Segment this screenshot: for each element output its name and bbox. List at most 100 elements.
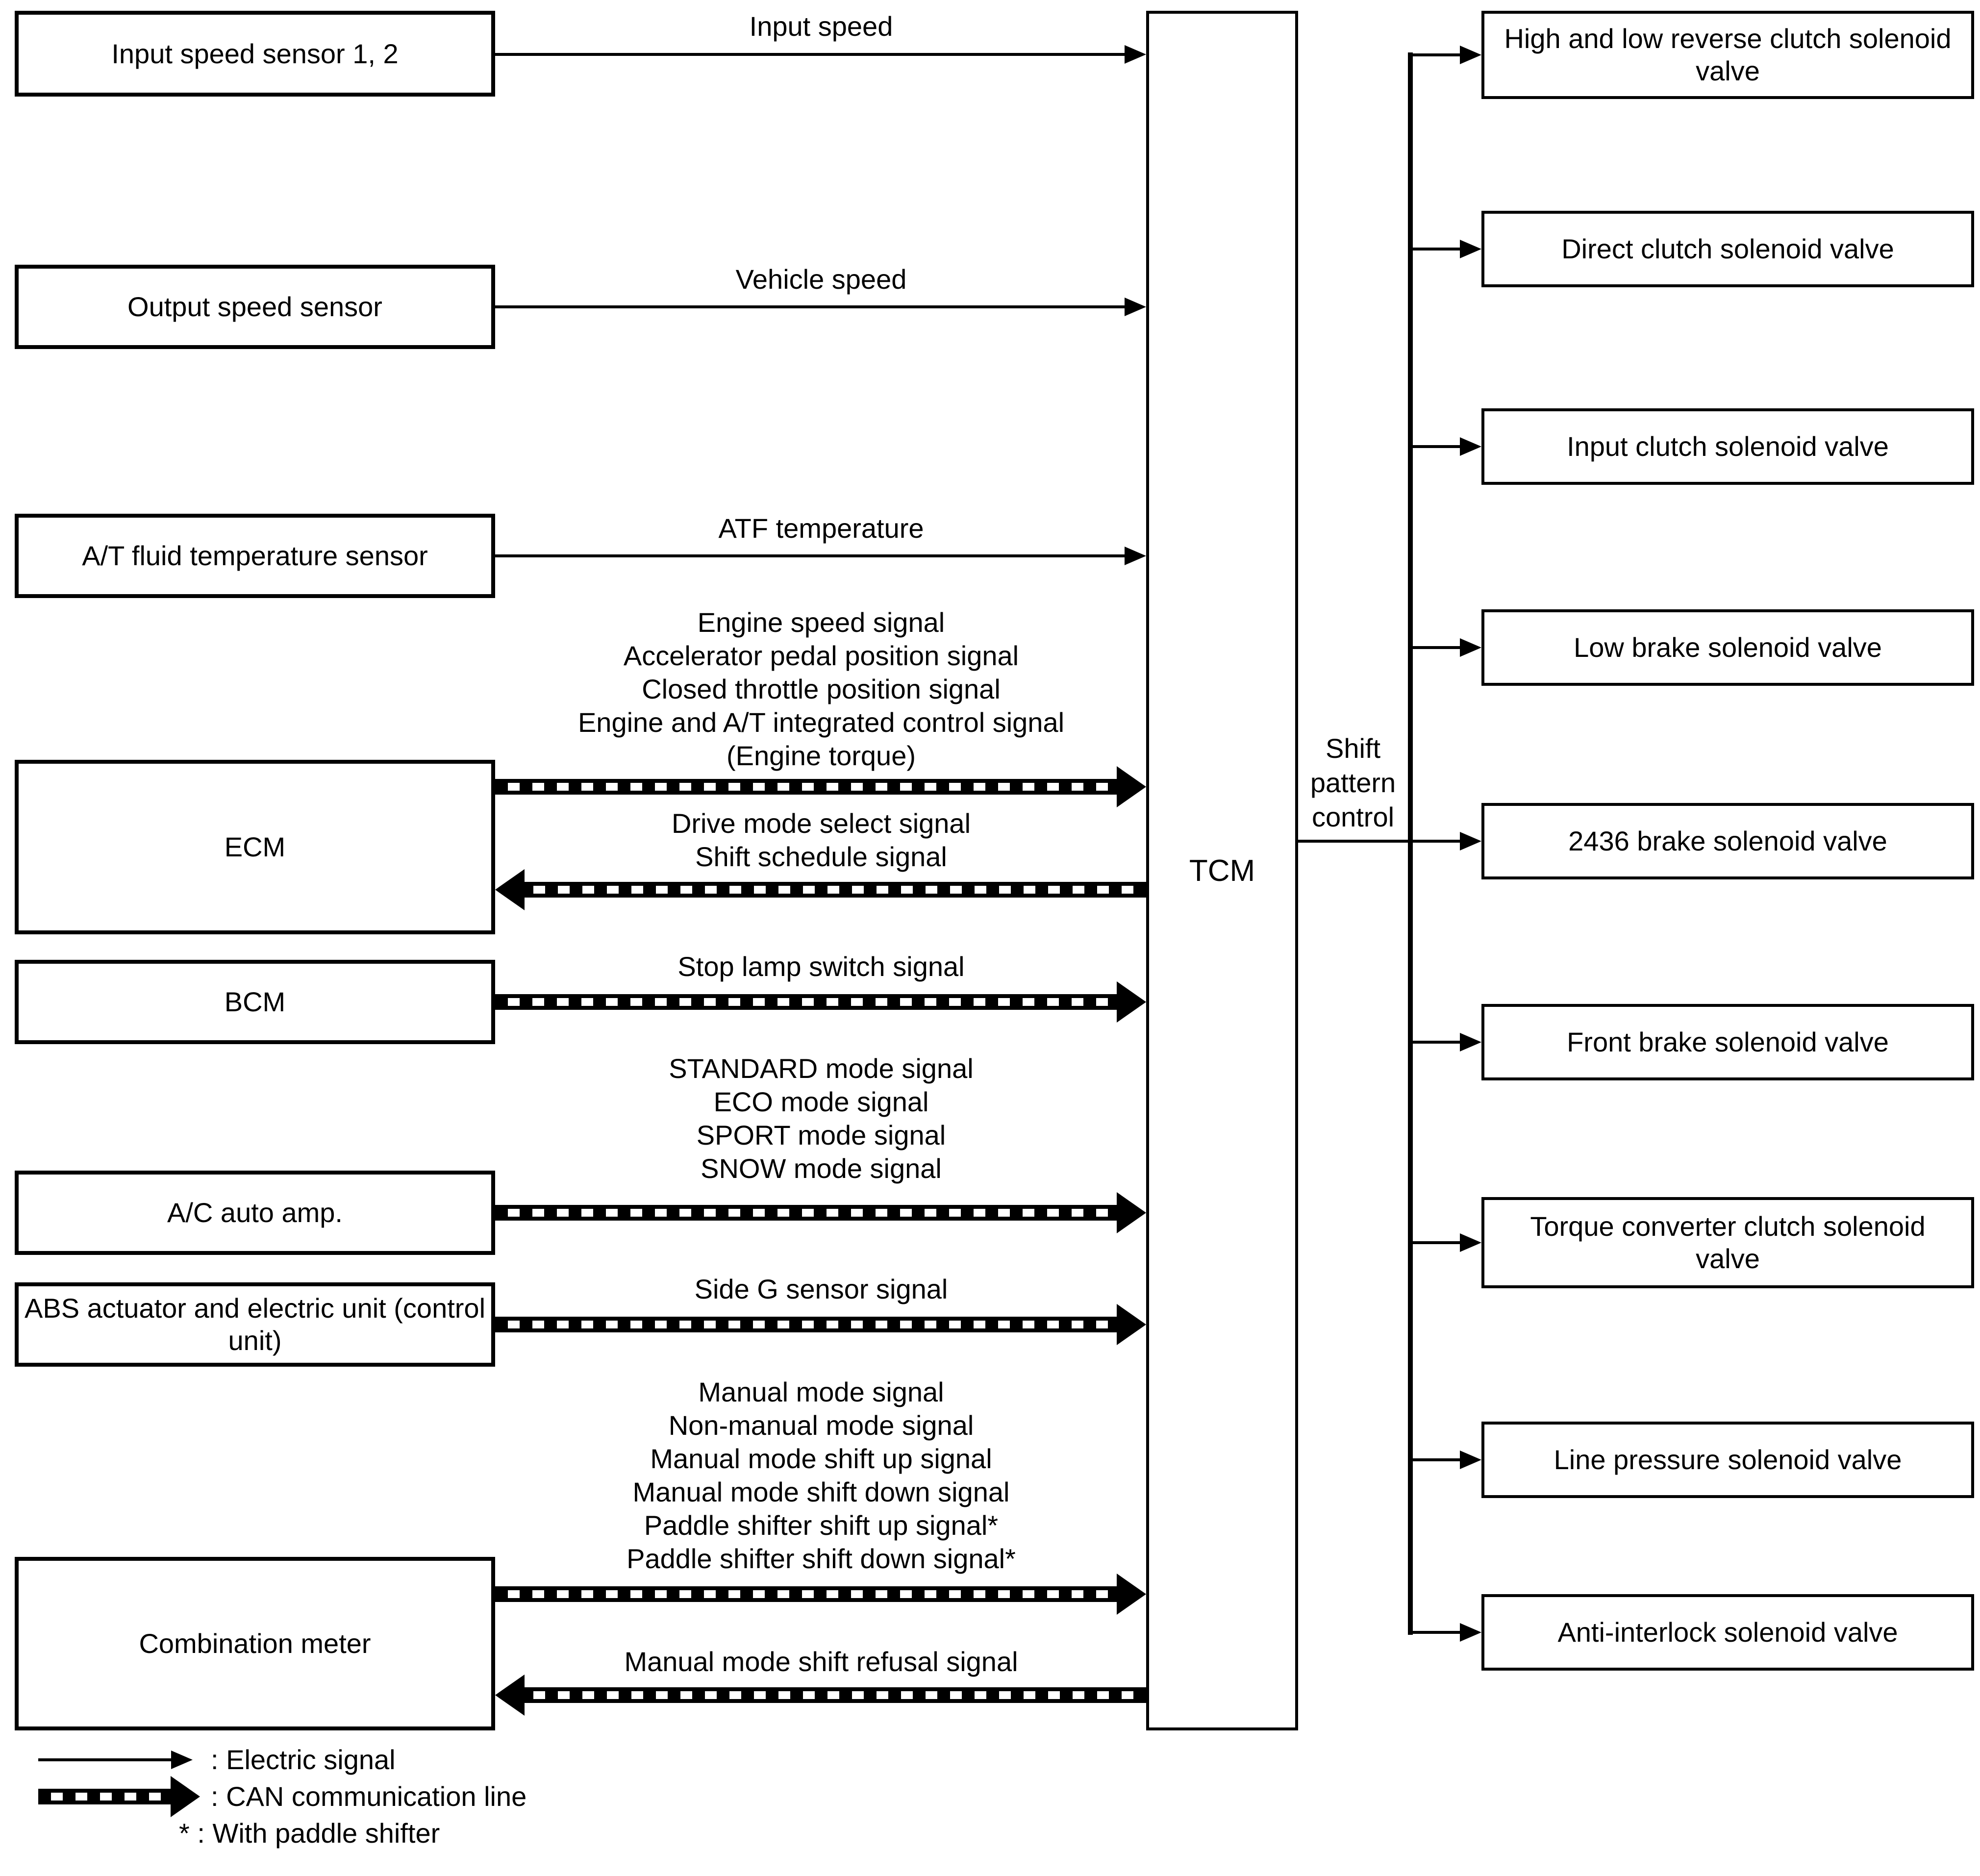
shift-pattern-line: Shift — [1325, 733, 1381, 764]
shift-pattern-control-label: Shift pattern control — [1300, 731, 1406, 834]
can-arrow-ac-to-tcm — [495, 1192, 1146, 1233]
signal-line: SPORT mode signal — [696, 1120, 946, 1151]
can-bar — [495, 1586, 1121, 1602]
arrow-head-icon — [1460, 1451, 1481, 1469]
arrow-head-icon — [1117, 1192, 1146, 1233]
box-front-brake-valve: Front brake solenoid valve — [1481, 1004, 1974, 1080]
box-2436-brake-valve: 2436 brake solenoid valve — [1481, 803, 1974, 879]
can-arrow-abs-to-tcm — [495, 1304, 1146, 1345]
electric-arrow-vehicle-speed — [495, 298, 1146, 316]
arrow-line — [1410, 1631, 1462, 1634]
signal-label-bcm-to-tcm: Stop lamp switch signal — [505, 950, 1137, 983]
box-high-low-reverse-clutch-valve: High and low reverse clutch solenoid val… — [1481, 11, 1974, 99]
box-label: Torque converter clutch solenoid valve — [1530, 1211, 1926, 1274]
signal-line: Accelerator pedal position signal — [623, 640, 1019, 671]
signal-line: Side G sensor signal — [694, 1274, 948, 1304]
arrow-line — [1410, 445, 1462, 448]
electric-arrow-input-speed — [495, 45, 1146, 64]
valve-arrow-2 — [1410, 240, 1481, 258]
signal-line: Paddle shifter shift up signal* — [644, 1510, 999, 1541]
signal-line: ECO mode signal — [713, 1086, 929, 1117]
box-label: Input speed sensor 1, 2 — [111, 38, 399, 69]
arrow-head-icon — [1460, 46, 1481, 64]
box-label: BCM — [224, 986, 286, 1017]
box-label: Anti-interlock solenoid valve — [1557, 1617, 1898, 1648]
can-bar — [495, 1317, 1121, 1332]
arrow-line — [495, 53, 1127, 56]
box-line-pressure-valve: Line pressure solenoid valve — [1481, 1422, 1974, 1498]
signal-line: Manual mode shift up signal — [650, 1443, 992, 1474]
signal-label-abs-to-tcm: Side G sensor signal — [505, 1273, 1137, 1306]
legend-can-arrow-icon — [38, 1776, 200, 1817]
can-bar — [495, 994, 1121, 1010]
arrow-head-icon — [495, 1675, 525, 1716]
signal-label-atf-temperature: ATF temperature — [505, 512, 1137, 545]
can-bar — [521, 882, 1146, 898]
box-anti-interlock-valve: Anti-interlock solenoid valve — [1481, 1594, 1974, 1671]
valve-arrow-7 — [1410, 1233, 1481, 1252]
can-bar — [521, 1687, 1146, 1703]
arrow-line — [38, 1758, 173, 1761]
arrow-head-icon — [171, 1751, 193, 1769]
can-bar — [495, 1205, 1121, 1221]
arrow-head-icon — [1125, 547, 1146, 565]
signal-line: Drive mode select signal — [671, 808, 971, 839]
valve-arrow-8 — [1410, 1451, 1481, 1469]
box-ac-auto-amp: A/C auto amp. — [15, 1171, 495, 1255]
box-label: Direct clutch solenoid valve — [1561, 233, 1894, 264]
arrow-line — [1410, 53, 1462, 56]
arrow-head-icon — [1460, 240, 1481, 258]
legend-paddle-shifter-note: * : With paddle shifter — [179, 1818, 440, 1849]
box-label: High and low reverse clutch solenoid val… — [1504, 23, 1952, 86]
signal-line: Shift schedule signal — [695, 841, 947, 872]
signal-label-tcm-to-ecm: Drive mode select signal Shift schedule … — [505, 807, 1137, 874]
can-bar — [495, 779, 1121, 795]
box-label: A/T fluid temperature sensor — [82, 540, 428, 571]
valve-arrow-4 — [1410, 638, 1481, 657]
shift-pattern-line: control — [1311, 801, 1395, 832]
arrow-line — [1410, 1458, 1462, 1461]
electric-arrow-atf-temperature — [495, 547, 1146, 565]
trunk-line — [1408, 52, 1413, 1635]
arrow-line — [1410, 1241, 1462, 1244]
signal-line: Paddle shifter shift down signal* — [627, 1543, 1016, 1574]
box-direct-clutch-valve: Direct clutch solenoid valve — [1481, 211, 1974, 287]
can-arrow-meter-to-tcm — [495, 1574, 1146, 1615]
arrow-head-icon — [1460, 1233, 1481, 1252]
shift-pattern-line: pattern — [1310, 767, 1396, 798]
arrow-head-icon — [1117, 981, 1146, 1023]
legend-can-label: : CAN communication line — [211, 1781, 527, 1812]
signal-label-ac-to-tcm: STANDARD mode signal ECO mode signal SPO… — [505, 1052, 1137, 1185]
box-label: Input clutch solenoid valve — [1567, 431, 1889, 462]
arrow-head-icon — [1125, 45, 1146, 64]
signal-label-tcm-to-meter: Manual mode shift refusal signal — [505, 1645, 1137, 1678]
signal-line: Input speed — [749, 11, 893, 42]
valve-arrow-9 — [1410, 1623, 1481, 1642]
can-bar — [38, 1789, 175, 1804]
shift-pattern-arrow — [1298, 832, 1481, 850]
can-arrow-bcm-to-tcm — [495, 981, 1146, 1023]
box-combination-meter: Combination meter — [15, 1557, 495, 1730]
arrow-head-icon — [171, 1776, 200, 1817]
arrow-head-icon — [1125, 298, 1146, 316]
box-label: Combination meter — [139, 1628, 371, 1659]
arrow-line — [495, 554, 1127, 557]
can-arrow-tcm-to-ecm — [495, 869, 1146, 910]
box-bcm: BCM — [15, 960, 495, 1044]
arrow-head-icon — [1460, 832, 1481, 850]
arrow-head-icon — [495, 869, 525, 910]
box-label: ECM — [224, 831, 286, 862]
can-arrow-ecm-to-tcm — [495, 766, 1146, 807]
arrow-line — [1410, 1041, 1462, 1044]
box-abs-actuator: ABS actuator and electric unit (control … — [15, 1282, 495, 1367]
box-input-speed-sensor: Input speed sensor 1, 2 — [15, 11, 495, 97]
arrow-head-icon — [1460, 1623, 1481, 1642]
signal-line: Closed throttle position signal — [642, 674, 1001, 704]
signal-line: Manual mode shift down signal — [632, 1476, 1010, 1507]
arrow-head-icon — [1117, 1574, 1146, 1615]
box-tcm: TCM — [1146, 11, 1298, 1730]
signal-line: ATF temperature — [718, 513, 924, 544]
signal-line: Manual mode shift refusal signal — [624, 1646, 1018, 1677]
box-label: ABS actuator and electric unit (control … — [24, 1293, 486, 1356]
box-label: Low brake solenoid valve — [1574, 632, 1882, 663]
